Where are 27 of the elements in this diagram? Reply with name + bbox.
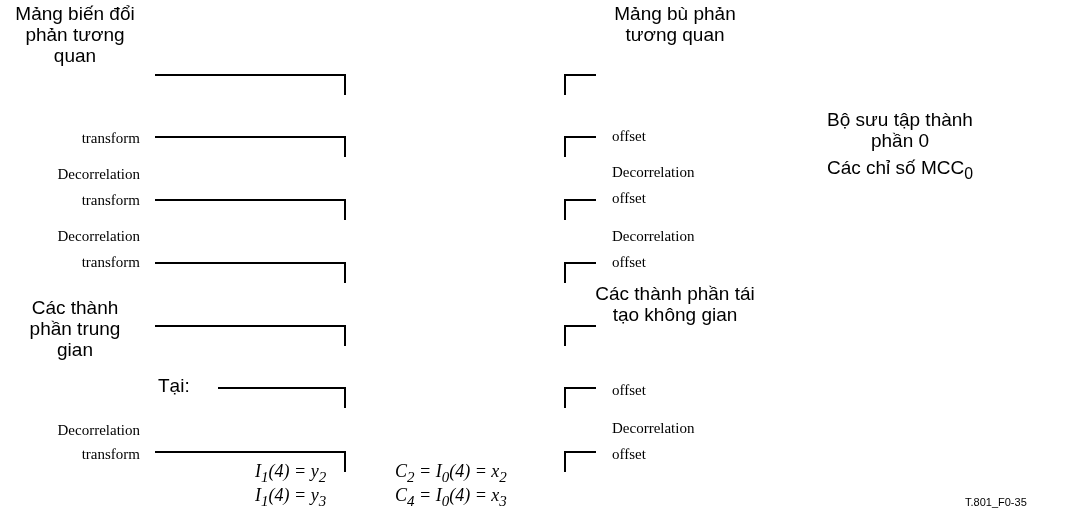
row-label: Tại: [158, 375, 190, 396]
row-label: Decorrelation [57, 166, 140, 182]
formula: C$_{4}$ = I$_{0}$(4) = x$_{3}$ [395, 485, 507, 505]
row-label: Decorrelation [612, 228, 695, 244]
row-label: transform [81, 130, 140, 146]
heading-label: Các thành phần trung gian [29, 297, 121, 360]
row-label: transform [81, 446, 140, 462]
heading-label: Mảng bù phản tương quan [614, 3, 736, 45]
row-label: transform [81, 254, 140, 270]
figure-id: T.801_F0-35 [965, 496, 1027, 508]
row-label: Decorrelation [612, 420, 695, 436]
row-label: transform [81, 192, 140, 208]
formula: I$_{1}$(4) = y$_{2}$ [255, 461, 327, 481]
row-label: offset [612, 190, 646, 206]
formula: I$_{1}$(4) = y$_{3}$ [255, 485, 327, 505]
heading-label: Bộ sưu tập thành phần 0 [827, 109, 973, 151]
row-label: offset [612, 254, 646, 270]
row-label: Decorrelation [612, 164, 695, 180]
row-label: Decorrelation [57, 422, 140, 438]
row-label: offset [612, 382, 646, 398]
formula: C$_{2}$ = I$_{0}$(4) = x$_{2}$ [395, 461, 507, 481]
row-label: offset [612, 128, 646, 144]
heading-label: Các chỉ số MCC$_{0}$ [826, 157, 974, 178]
row-label: offset [612, 446, 646, 462]
row-label: Decorrelation [57, 228, 140, 244]
heading-label: Mảng biến đổi phản tương quan [15, 3, 135, 66]
heading-label: Các thành phần tái tạo không gian [595, 283, 755, 325]
